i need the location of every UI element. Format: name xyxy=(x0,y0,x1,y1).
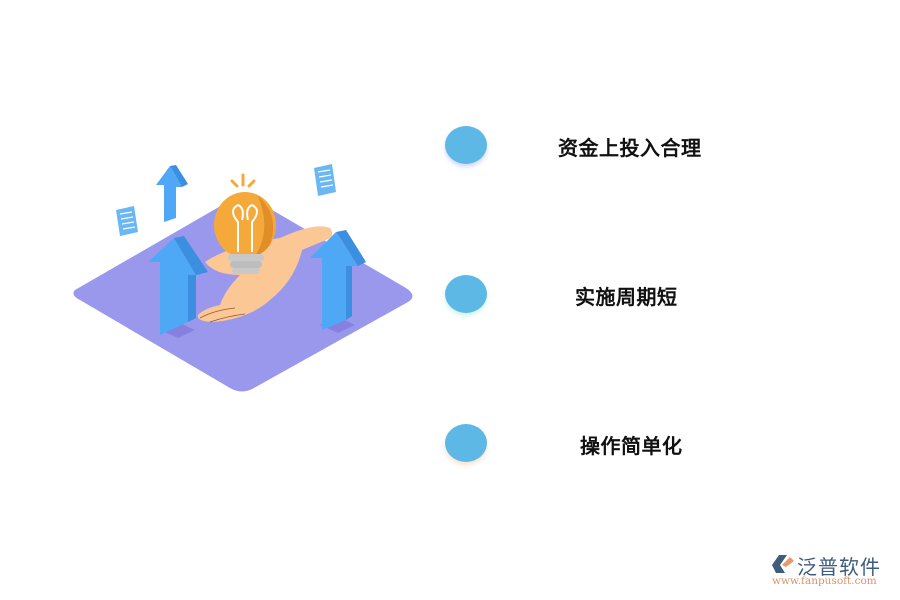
logo-url: www.fanpusoft.com xyxy=(772,575,877,587)
bullet-dot xyxy=(445,275,487,313)
bullet-dot xyxy=(445,126,487,164)
arrow-up-icon-left xyxy=(148,236,208,335)
feature-label: 操作简单化 xyxy=(580,434,683,458)
feature-item-2: 实施周期短 xyxy=(445,273,765,317)
logo-name: 泛普软件 xyxy=(797,555,881,579)
feature-label: 实施周期短 xyxy=(575,285,678,309)
feature-item-3: 操作简单化 xyxy=(445,422,765,466)
arrow-up-icon-right xyxy=(310,230,366,330)
lightbulb-icon xyxy=(214,173,276,274)
arrow-up-icon-small xyxy=(156,165,188,222)
brand-logo: 泛普软件 www.fanpusoft.com xyxy=(770,551,895,591)
feature-item-1: 资金上投入合理 xyxy=(445,124,765,168)
bullet-dot xyxy=(445,424,487,462)
document-icon-left xyxy=(116,206,138,236)
feature-label: 资金上投入合理 xyxy=(558,136,702,160)
logo-mark-icon xyxy=(772,555,794,573)
document-icon-right xyxy=(314,164,336,196)
